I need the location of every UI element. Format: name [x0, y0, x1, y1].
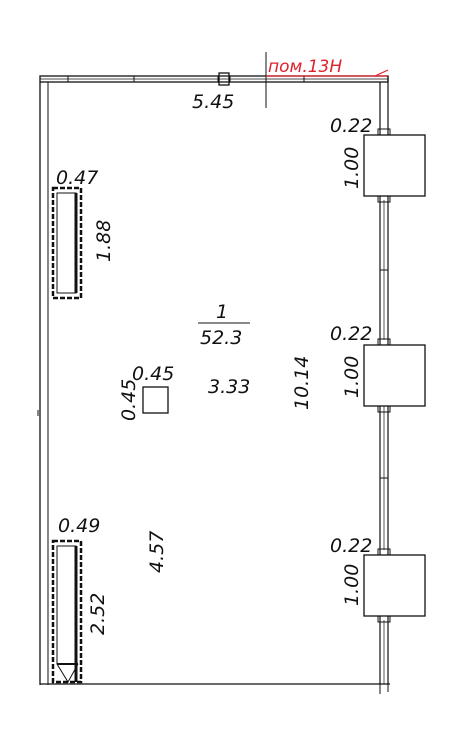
bay-top	[363, 128, 426, 203]
column	[142, 386, 169, 414]
dim-left-top-pier: 0.47	[56, 167, 98, 189]
dim-left-bottom-pier: 0.49	[58, 515, 100, 537]
dim-bay-mid-depth: 0.22	[330, 323, 372, 345]
dim-bay-top-depth: 0.22	[330, 115, 372, 137]
bottom-wall	[40, 683, 390, 694]
dim-bay-mid-width: 1.00	[341, 356, 363, 398]
left-top-opening	[51, 186, 83, 300]
dim-left-bottom-opening: 2.52	[87, 593, 109, 635]
room-area: 52.3	[200, 327, 242, 349]
room-number: 1	[216, 301, 228, 323]
dim-bay-bottom-width: 1.00	[341, 564, 363, 606]
bay-bottom	[363, 548, 426, 623]
dim-column-h: 0.45	[118, 379, 140, 421]
dim-bay-bottom-depth: 0.22	[330, 535, 372, 557]
dim-length: 10.14	[291, 356, 313, 410]
left-bottom-opening	[51, 539, 83, 684]
left-wall	[37, 90, 49, 685]
dim-column-w: 0.45	[132, 363, 174, 385]
bay-middle	[363, 338, 426, 413]
dim-bay-top-width: 1.00	[341, 147, 363, 189]
dim-left-top-opening: 1.88	[93, 220, 115, 262]
dim-offset-mid: 4.57	[146, 531, 168, 573]
room-label-leader	[265, 52, 389, 108]
room-label: пом.13Н	[268, 57, 342, 77]
dim-top-width: 5.45	[192, 91, 234, 113]
dim-inner-width: 3.33	[208, 376, 250, 398]
